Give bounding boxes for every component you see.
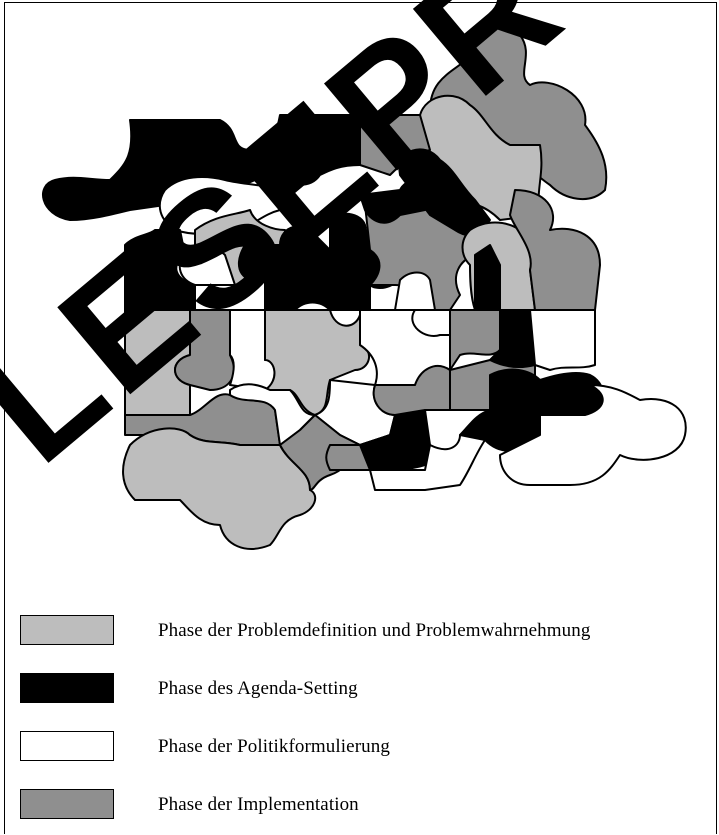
puzzle-piece bbox=[122, 427, 317, 550]
legend-item: Phase der Problemdefinition und Problemw… bbox=[20, 610, 719, 650]
puzzle-piece bbox=[499, 384, 687, 486]
puzzle-piece bbox=[459, 368, 604, 452]
puzzle-piece bbox=[325, 444, 371, 471]
legend-item: Phase der Implementation bbox=[20, 784, 719, 824]
puzzle-illustration bbox=[42, 21, 687, 550]
puzzle-piece bbox=[264, 309, 370, 416]
puzzle-piece bbox=[369, 434, 486, 491]
puzzle-piece bbox=[229, 383, 316, 446]
legend-item: Phase des Agenda-Setting bbox=[20, 668, 719, 708]
puzzle-piece bbox=[178, 246, 236, 286]
legend-label: Phase des Agenda-Setting bbox=[158, 678, 358, 699]
legend-swatch-dark-gray bbox=[20, 789, 114, 819]
puzzle-piece bbox=[509, 189, 601, 311]
legend-label: Phase der Politikformulierung bbox=[158, 736, 390, 757]
puzzle-piece bbox=[394, 271, 436, 311]
puzzle-piece bbox=[249, 114, 361, 186]
legend-label: Phase der Implementation bbox=[158, 794, 359, 815]
figure-frame bbox=[4, 2, 717, 834]
legend-swatch-black bbox=[20, 673, 114, 703]
legend-swatch-white bbox=[20, 731, 114, 761]
legend-item: Phase der Politikformulierung bbox=[20, 726, 719, 766]
legend-label: Phase der Problemdefinition und Problemw… bbox=[158, 620, 591, 641]
puzzle-piece bbox=[42, 119, 256, 221]
legend-swatch-light-gray bbox=[20, 615, 114, 645]
puzzle-piece bbox=[474, 244, 501, 311]
puzzle-piece bbox=[529, 309, 596, 371]
